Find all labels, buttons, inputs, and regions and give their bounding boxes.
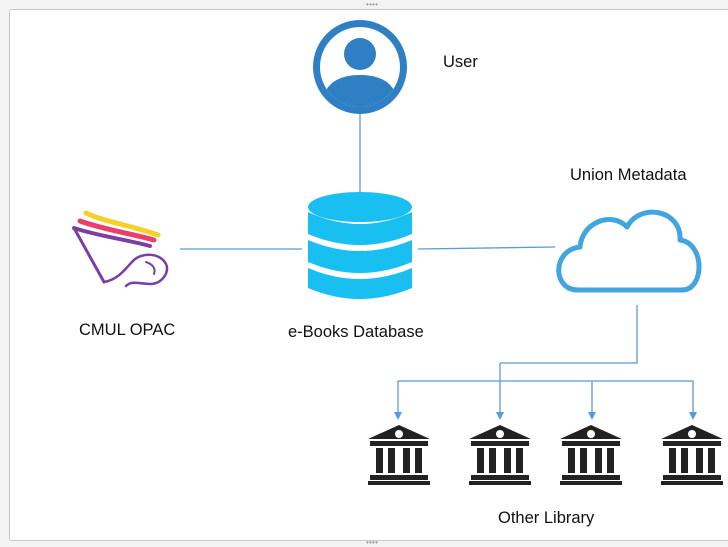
db-cloud-connector xyxy=(417,246,556,250)
arrowheads xyxy=(394,412,697,420)
user-label: User xyxy=(443,53,478,71)
user-icon[interactable] xyxy=(313,20,407,114)
arrow-3 xyxy=(588,412,596,420)
connectors xyxy=(180,113,694,412)
cmul-logo[interactable] xyxy=(72,210,169,288)
library-icon[interactable] xyxy=(661,425,723,485)
library-icon[interactable] xyxy=(469,425,531,485)
library-icon[interactable] xyxy=(368,425,430,485)
union-metadata-label: Union Metadata xyxy=(570,166,687,184)
arrow-2 xyxy=(496,412,504,420)
library-bus-connector xyxy=(397,380,694,412)
database-icon[interactable] xyxy=(308,192,412,299)
cmul-opac-label: CMUL OPAC xyxy=(79,321,176,339)
resize-grip-bottom[interactable]: • • • • xyxy=(366,538,378,547)
other-library-label: Other Library xyxy=(498,509,595,527)
resize-grip-top[interactable]: • • • • xyxy=(366,0,378,9)
library-icon[interactable] xyxy=(560,425,622,485)
arrow-4 xyxy=(689,412,697,420)
ebooks-database-label: e-Books Database xyxy=(288,323,424,341)
cloud-icon[interactable] xyxy=(556,209,702,293)
arrow-1 xyxy=(394,412,402,420)
cloud-down-connector xyxy=(500,305,638,364)
